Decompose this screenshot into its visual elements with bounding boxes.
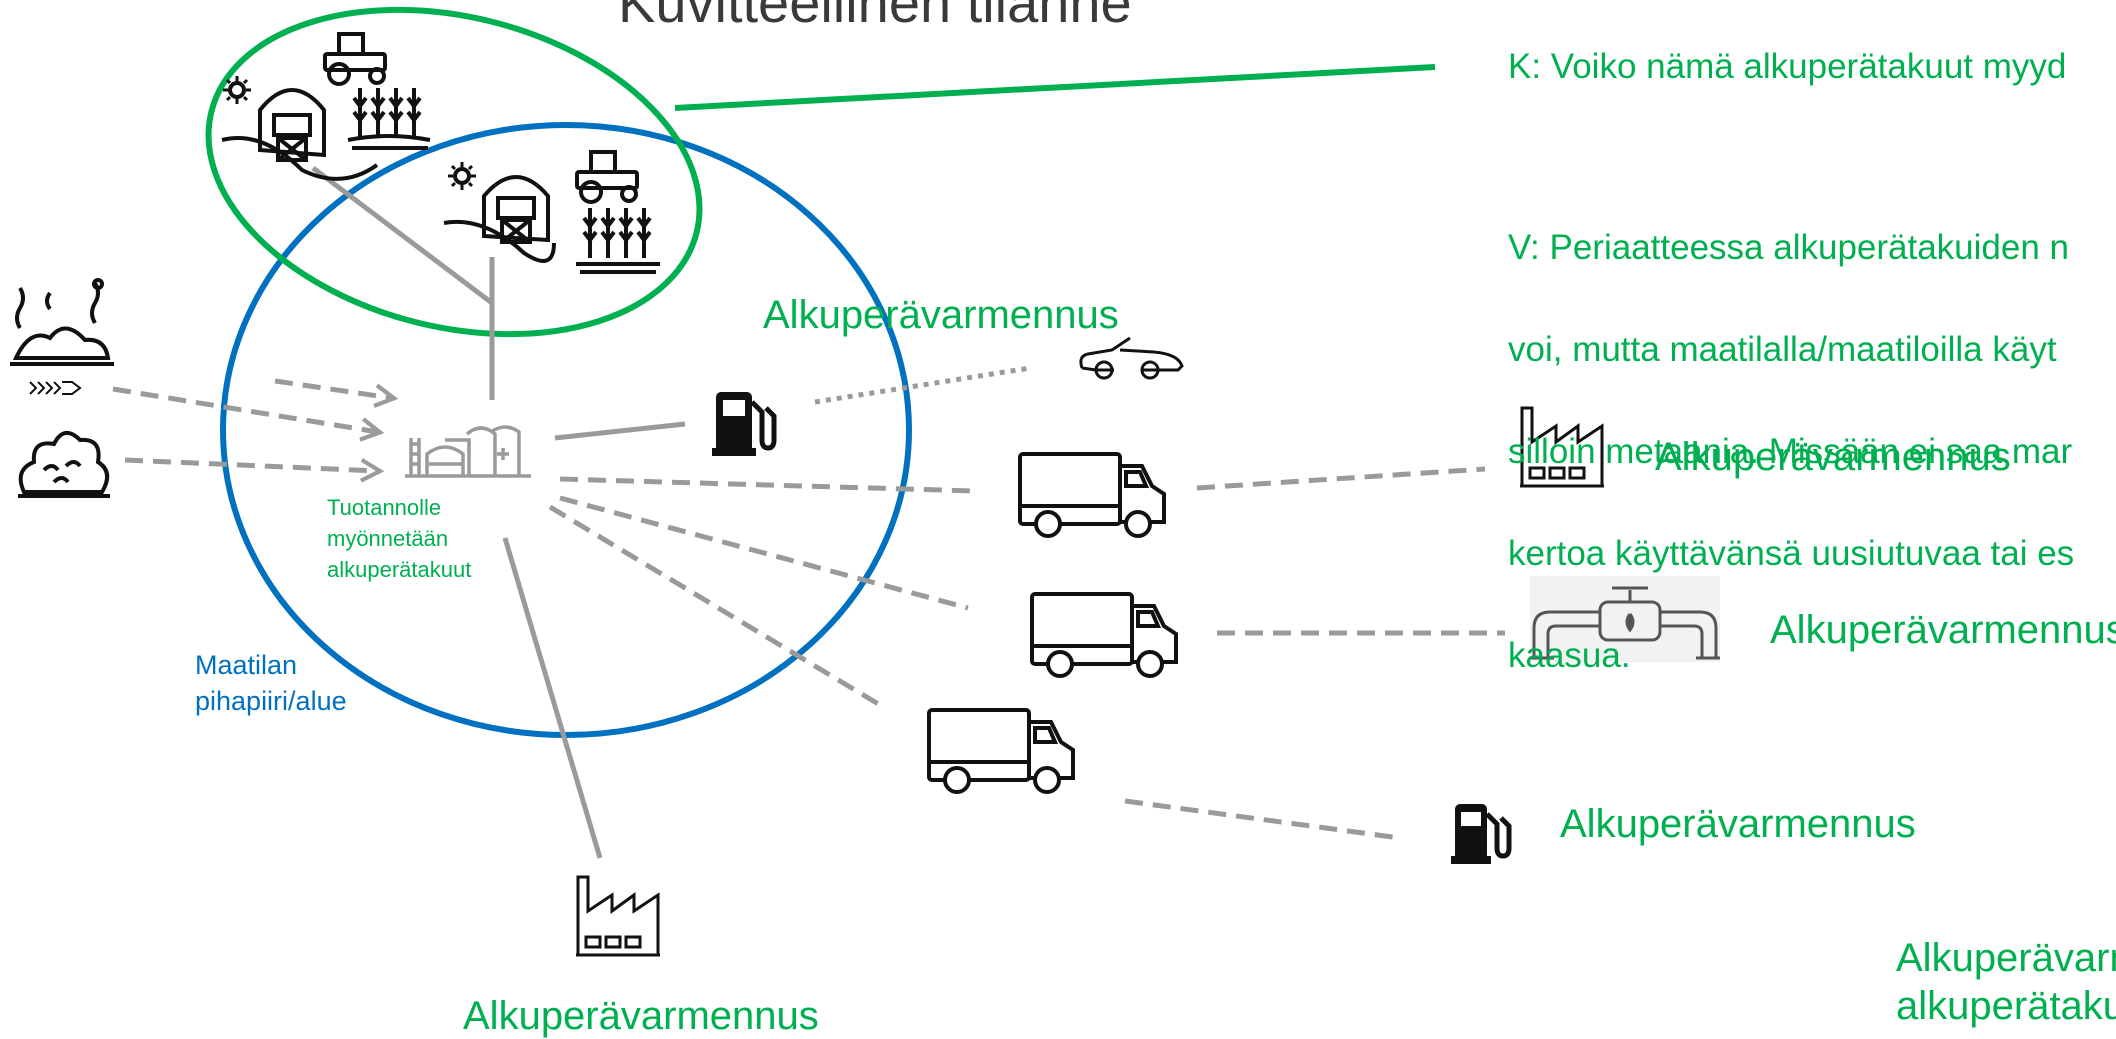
fuel-pump-icon [712, 392, 777, 456]
plant-waste-icon [18, 431, 110, 498]
gas-pipeline-icon [1530, 576, 1720, 662]
farm-connector [311, 166, 494, 305]
farms-group-ellipse [205, 6, 703, 338]
factory-icon [576, 875, 660, 957]
farm-area-label-2: pihapiiri/alue [195, 686, 347, 716]
fuel-pump-icon [1451, 804, 1512, 864]
factory-icon [1520, 406, 1604, 488]
truck1-factory-connector [1196, 466, 1486, 491]
input-arrow-3 [124, 457, 378, 471]
certificate-label-pump: Alkuperävarmennus [1560, 802, 1916, 846]
tractor-icon [323, 32, 387, 86]
input-arrow-1 [274, 378, 392, 398]
answer-line: V: Periaatteessa alkuperätakuiden n [1508, 228, 2070, 267]
tractor-icon [575, 150, 639, 204]
bottom-right-label-2: alkuperätaku [1896, 984, 2116, 1028]
biogas-plant-icon [405, 425, 531, 478]
car-connector [814, 365, 1031, 405]
farm-area-ellipse [220, 122, 912, 738]
truck3-connector [548, 504, 887, 711]
diagram-title: Kuvitteellinen tilanne [618, 0, 1132, 34]
truck3-pump-connector [1124, 798, 1401, 841]
sun-icon [223, 76, 251, 104]
qa-text-block: K: Voiko nämä alkuperätakuut myyd V: Per… [1508, 0, 2116, 732]
production-note: Tuotannolle myönnetään alkuperätakuut [327, 495, 472, 583]
certificate-label-pipeline: Alkuperävarmennus [1770, 608, 2116, 652]
bottom-right-label-1: Alkuperävarm [1896, 936, 2116, 980]
callout-line [674, 64, 1436, 111]
manure-icon [10, 278, 114, 366]
farm-area-label-1: Maatilan [195, 650, 298, 680]
pump-connector [554, 421, 686, 441]
arrow-glyph-icon [29, 381, 82, 395]
question-text: K: Voiko nämä alkuperätakuut myyd [1508, 47, 2067, 86]
truck-icon [1030, 592, 1178, 678]
farm-icon [443, 162, 556, 263]
wheat-icon [347, 88, 431, 150]
answer-line: silloin metaania. Missään ei saa mar [1508, 432, 2073, 471]
input-arrow-2 [112, 386, 378, 432]
truck2-connector [559, 495, 969, 611]
certificate-label-bottom-factory: Alkuperävarmennus [463, 994, 819, 1038]
farm-icon [221, 76, 379, 181]
certificate-label-center: Alkuperävarmennus [763, 293, 1119, 337]
truck1-connector [559, 476, 976, 494]
factory-bottom-connector [502, 537, 603, 859]
answer-line: kaasua. [1508, 636, 1631, 675]
sun-icon [448, 162, 476, 190]
wheat-icon [576, 208, 660, 274]
answer-line: kertoa käyttävänsä uusiutuvaa tai es [1508, 534, 2075, 573]
truck-icon [1018, 452, 1166, 538]
truck-icon [927, 708, 1075, 794]
car-icon [1079, 336, 1184, 380]
certificate-label-factory: Alkuperävarmennus [1655, 435, 2011, 479]
answer-line: voi, mutta maatilalla/maatiloilla käyt [1508, 330, 2057, 369]
